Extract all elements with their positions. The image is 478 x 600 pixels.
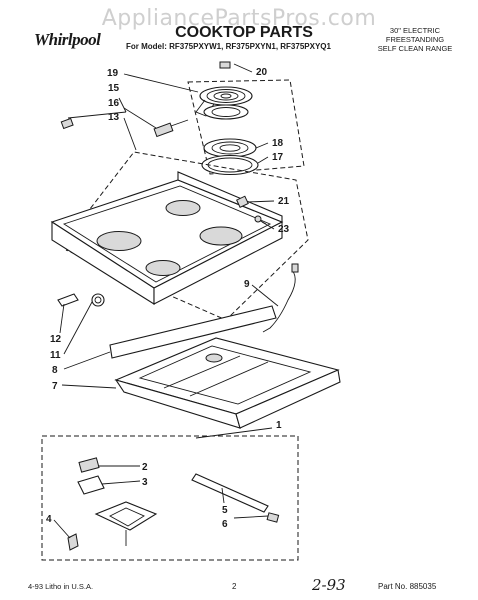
range-desc-line: SELF CLEAN RANGE xyxy=(377,44,453,53)
front-channel[interactable] xyxy=(109,305,277,359)
switch[interactable] xyxy=(78,457,100,473)
callout-8: 8 xyxy=(52,365,58,376)
element-group-outline xyxy=(187,79,305,175)
callout-5: 5 xyxy=(222,505,228,516)
callout-20: 20 xyxy=(256,67,268,78)
model-line: For Model: RF375PXYW1, RF375PXYN1, RF375… xyxy=(126,42,331,51)
cooktop[interactable] xyxy=(50,171,284,305)
range-desc-line: 30" ELECTRIC xyxy=(389,26,441,35)
temperature-wire[interactable] xyxy=(262,263,299,333)
switch-group-outline xyxy=(41,435,299,561)
bracket-clip[interactable] xyxy=(57,293,79,307)
callout-21: 21 xyxy=(278,196,290,207)
brand-logo: Whirlpool xyxy=(34,30,101,49)
callout-9: 9 xyxy=(244,279,250,290)
callout-7: 7 xyxy=(52,381,58,392)
callout-23: 23 xyxy=(278,224,290,235)
watermark: AppliancePartsPros.com xyxy=(101,6,377,31)
trim-ring[interactable] xyxy=(201,154,259,176)
footer-page-number: 2 xyxy=(232,582,237,591)
drip-bowl[interactable] xyxy=(203,138,257,158)
handwritten-date: 2-93 xyxy=(312,576,346,594)
callout-2: 2 xyxy=(142,462,148,473)
callout-1: 1 xyxy=(276,420,282,431)
surface-element[interactable] xyxy=(195,61,253,120)
main-top-panel[interactable] xyxy=(114,337,341,429)
callout-3: 3 xyxy=(142,477,148,488)
terminal-block[interactable] xyxy=(153,119,189,138)
callout-17: 17 xyxy=(272,152,284,163)
cooktop-group-outline xyxy=(65,151,309,321)
leader-lines xyxy=(53,63,279,539)
callout-13: 13 xyxy=(108,112,120,123)
callout-18: 18 xyxy=(272,138,284,149)
range-description: 30" ELECTRIC FREESTANDING SELF CLEAN RAN… xyxy=(360,26,470,53)
callout-19: 19 xyxy=(107,68,119,79)
callout-12: 12 xyxy=(50,334,62,345)
range-desc-line: FREESTANDING xyxy=(385,35,445,44)
callout-11: 11 xyxy=(50,350,61,361)
clip[interactable] xyxy=(60,117,74,130)
footer-part-number: Part No. 885035 xyxy=(378,582,437,591)
knob-clip[interactable] xyxy=(236,195,249,208)
page-title: COOKTOP PARTS xyxy=(175,24,313,41)
callout-16: 16 xyxy=(108,98,120,109)
callout-4: 4 xyxy=(46,514,52,525)
element-bar[interactable] xyxy=(191,473,269,513)
burner-switch[interactable] xyxy=(67,501,158,551)
infinite-switch[interactable] xyxy=(77,475,105,495)
footer-litho: 4-93 Litho in U.S.A. xyxy=(28,582,94,591)
callout-6: 6 xyxy=(222,519,228,530)
grommet[interactable] xyxy=(91,293,105,307)
terminal-connector[interactable] xyxy=(266,512,280,523)
callout-15: 15 xyxy=(108,83,120,94)
